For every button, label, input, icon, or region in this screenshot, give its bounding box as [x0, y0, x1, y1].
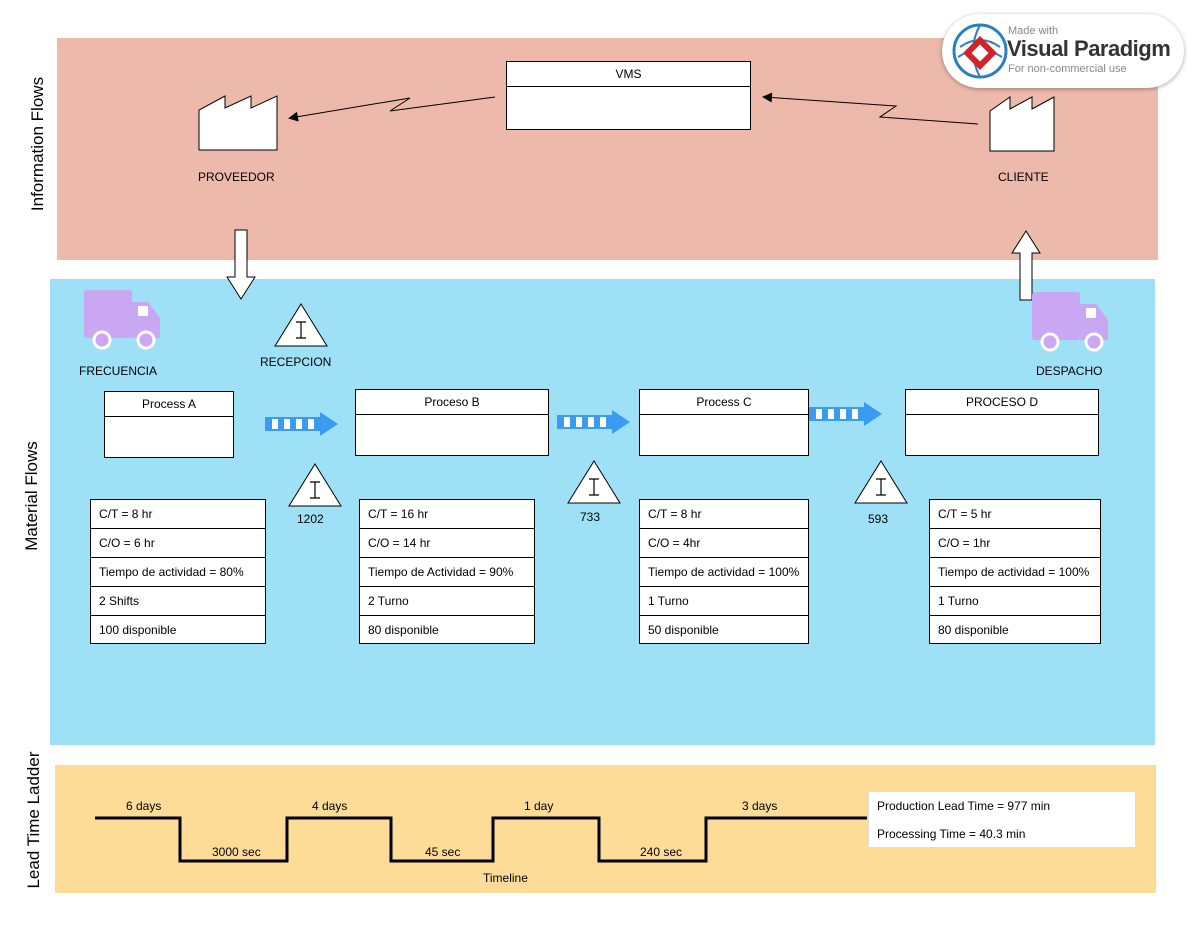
inventory-icon[interactable]	[287, 462, 343, 508]
vms-control-box[interactable]: VMS	[506, 61, 751, 130]
process-box-a[interactable]: Process A	[104, 391, 234, 458]
production-lead-time: Production Lead Time = 977 min	[877, 799, 1051, 813]
timeline-time: 45 sec	[425, 845, 461, 859]
inventory-count: 1202	[297, 512, 324, 526]
data-row: 2 Turno	[360, 587, 534, 616]
data-row: 100 disponible	[99, 623, 177, 637]
data-row: C/T = 8 hr	[91, 500, 265, 529]
vms-to-supplier-arrow	[288, 96, 496, 122]
process-box-b[interactable]: Proceso B	[355, 389, 549, 456]
processing-time: Processing Time = 40.3 min	[877, 827, 1026, 841]
process-box-d[interactable]: PROCESO D	[905, 389, 1099, 456]
customer-to-vms-arrow	[762, 92, 979, 125]
receiving-label: RECEPCION	[260, 355, 332, 369]
process-title-b: Proceso B	[356, 390, 548, 415]
data-row: C/O = 14 hr	[360, 529, 534, 558]
timeline-time: 240 sec	[640, 845, 683, 859]
shipping-label: DESPACHO	[1036, 364, 1103, 378]
data-row: 50 disponible	[648, 623, 719, 637]
process-box-c[interactable]: Process C	[639, 389, 809, 456]
inbound-truck-icon[interactable]	[82, 288, 164, 352]
data-row: 1 Turno	[640, 587, 808, 616]
badge-made-with: Made with	[1008, 25, 1059, 37]
data-box-a[interactable]: C/T = 8 hr C/O = 6 hr Tiempo de activida…	[90, 499, 266, 644]
data-row: Tiempo de actividad = 100%	[640, 558, 808, 587]
supplier-shipment-arrow-icon	[226, 229, 256, 300]
timeline-time: 3000 sec	[212, 845, 261, 859]
customer-label: CLIENTE	[998, 170, 1049, 184]
vms-label: VMS	[507, 62, 750, 87]
data-row: 1 Turno	[930, 587, 1100, 616]
timeline-ladder	[95, 816, 867, 863]
inventory-count: 733	[580, 510, 601, 524]
receiving-inventory-icon[interactable]	[273, 302, 329, 348]
data-row: 80 disponible	[938, 623, 1009, 637]
supplier-factory-icon[interactable]	[197, 94, 281, 152]
badge-note: For non-commercial use	[1008, 63, 1127, 75]
data-row: 2 Shifts	[91, 587, 265, 616]
data-row: C/T = 8 hr	[640, 500, 808, 529]
electronic-info-arrows	[288, 92, 979, 125]
visual-paradigm-logo-icon	[952, 23, 1008, 79]
data-row: Tiempo de actividad = 100%	[930, 558, 1100, 587]
frequency-label: FRECUENCIA	[79, 364, 158, 378]
inventory-icon[interactable]	[853, 459, 909, 505]
data-box-c[interactable]: C/T = 8 hr C/O = 4hr Tiempo de actividad…	[639, 499, 809, 644]
timeline-days: 6 days	[126, 799, 162, 813]
timeline-days: 1 day	[524, 799, 554, 813]
data-row: Tiempo de actividad = 80%	[91, 558, 265, 587]
visual-paradigm-badge[interactable]: Made with Visual Paradigm For non-commer…	[942, 14, 1184, 88]
data-row: C/O = 4hr	[640, 529, 808, 558]
push-arrow-icon	[809, 402, 882, 426]
badge-brand: Visual Paradigm	[1007, 36, 1171, 61]
timeline-days: 4 days	[312, 799, 348, 813]
customer-factory-icon[interactable]	[988, 95, 1056, 153]
data-row: C/T = 16 hr	[360, 500, 534, 529]
inventory-count: 593	[868, 512, 889, 526]
inventory-icon[interactable]	[566, 459, 622, 505]
data-row: C/O = 6 hr	[91, 529, 265, 558]
data-box-d[interactable]: C/T = 5 hr C/O = 1hr Tiempo de actividad…	[929, 499, 1101, 644]
data-row: C/T = 5 hr	[930, 500, 1100, 529]
lead-time-summary-box[interactable]: Production Lead Time = 977 min Processin…	[868, 791, 1136, 848]
process-title-a: Process A	[105, 392, 233, 417]
data-box-b[interactable]: C/T = 16 hr C/O = 14 hr Tiempo de Activi…	[359, 499, 535, 644]
data-row: 80 disponible	[368, 623, 439, 637]
data-row: C/O = 1hr	[930, 529, 1100, 558]
push-arrow-icon	[265, 412, 338, 436]
timeline-days: 3 days	[742, 799, 778, 813]
outbound-truck-icon[interactable]	[1030, 290, 1112, 354]
process-title-d: PROCESO D	[906, 390, 1098, 415]
supplier-label: PROVEEDOR	[198, 170, 275, 184]
push-arrow-icon	[557, 410, 630, 434]
process-title-c: Process C	[640, 390, 808, 415]
timeline-label: Timeline	[483, 871, 528, 885]
customer-shipment-arrow-icon	[1011, 230, 1041, 301]
data-row: Tiempo de Actividad = 90%	[360, 558, 534, 587]
